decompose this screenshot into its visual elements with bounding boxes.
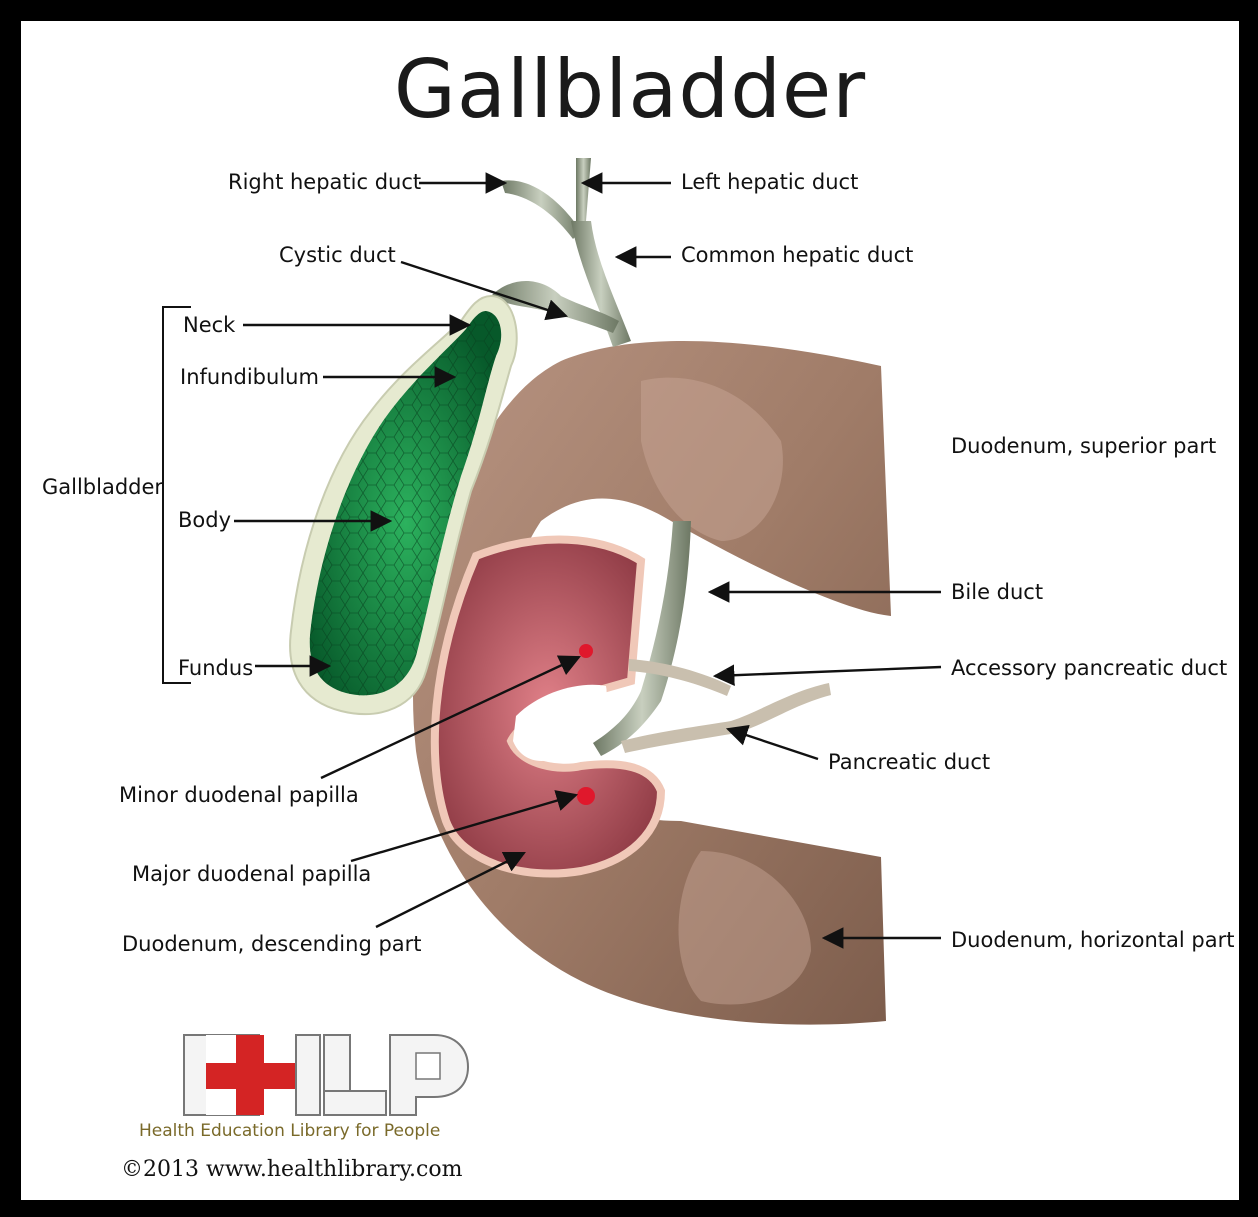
arrow-minor-papilla bbox=[320, 655, 581, 780]
label-infundibulum: Infundibulum bbox=[180, 365, 319, 389]
label-accessory-pancreatic-duct: Accessory pancreatic duct bbox=[951, 656, 1228, 680]
label-fundus: Fundus bbox=[178, 656, 254, 680]
pancreatic-duct-shape bbox=[621, 683, 831, 753]
label-minor-papilla: Minor duodenal papilla bbox=[119, 783, 359, 807]
label-duodenum-superior: Duodenum, superior part bbox=[951, 434, 1217, 458]
accessory-pancreatic-duct-shape bbox=[629, 659, 731, 696]
logo-letter-e bbox=[295, 1034, 321, 1116]
minor-papilla-dot bbox=[579, 644, 593, 658]
label-gallbladder: Gallbladder bbox=[42, 475, 164, 499]
duodenum-fold-highlight bbox=[641, 377, 783, 541]
mucosa-hole bbox=[513, 684, 607, 761]
arrow-pancreatic bbox=[725, 724, 819, 761]
label-duodenum-descending: Duodenum, descending part bbox=[122, 932, 422, 956]
arrow-descending bbox=[375, 851, 526, 929]
label-cystic-duct: Cystic duct bbox=[279, 243, 396, 267]
label-common-hepatic-duct: Common hepatic duct bbox=[681, 243, 914, 267]
label-major-papilla: Major duodenal papilla bbox=[132, 862, 372, 886]
logo-tagline: Health Education Library for People bbox=[139, 1121, 441, 1141]
gallbladder-cells bbox=[309, 311, 502, 696]
right-hepatic-duct-shape bbox=[501, 180, 581, 239]
logo-red-cross-h bbox=[206, 1063, 296, 1089]
label-bile-duct: Bile duct bbox=[951, 580, 1044, 604]
label-left-hepatic-duct: Left hepatic duct bbox=[681, 170, 859, 194]
duodenum-fold-lower bbox=[678, 851, 811, 1005]
common-hepatic-duct-shape bbox=[571, 221, 631, 347]
anatomy-illustration bbox=[162, 158, 942, 1116]
major-papilla-dot bbox=[577, 787, 595, 805]
left-hepatic-duct-shape bbox=[576, 158, 591, 221]
bile-duct-shape bbox=[593, 521, 691, 756]
gallbladder-bracket bbox=[162, 306, 191, 684]
label-right-hepatic-duct: Right hepatic duct bbox=[228, 170, 422, 194]
arrow-major-papilla bbox=[350, 790, 579, 863]
diagram-frame: Gallbladder bbox=[21, 21, 1239, 1200]
pointer-arrows bbox=[234, 172, 942, 949]
label-duodenum-horizontal: Duodenum, horizontal part bbox=[951, 928, 1235, 952]
arrow-accessory-pancreatic bbox=[712, 664, 942, 687]
label-pancreatic-duct: Pancreatic duct bbox=[828, 750, 991, 774]
page-title: Gallbladder bbox=[393, 43, 867, 136]
arrow-cystic bbox=[400, 260, 569, 321]
help-logo bbox=[183, 1034, 470, 1116]
copyright-text: ©2013 www.healthlibrary.com bbox=[121, 1157, 463, 1182]
label-body: Body bbox=[178, 508, 232, 532]
label-neck: Neck bbox=[183, 313, 236, 337]
